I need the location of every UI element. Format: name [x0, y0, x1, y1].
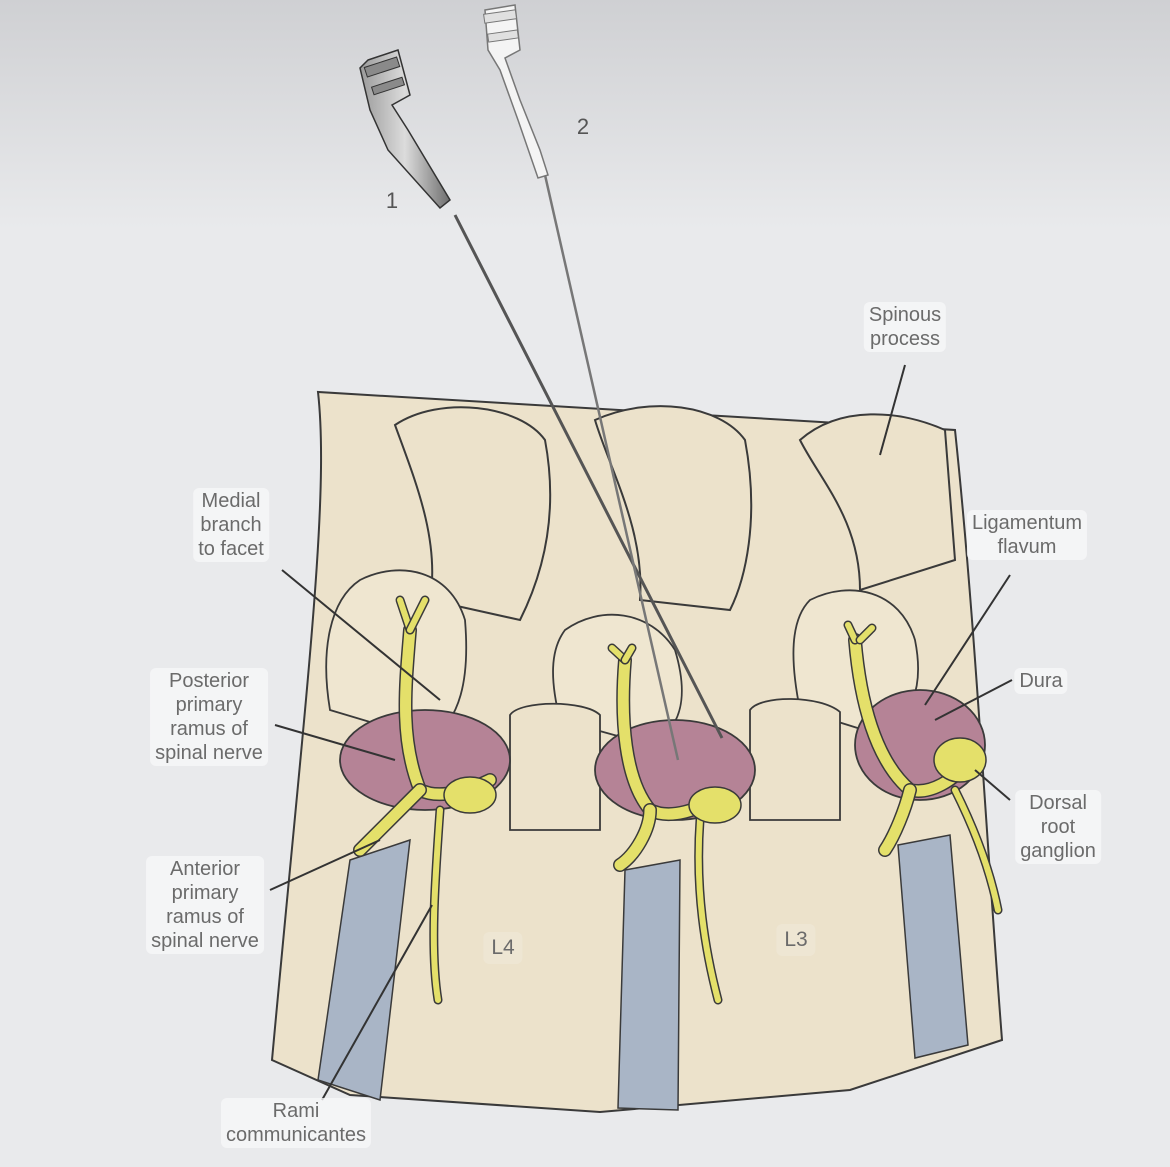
notch-left	[509, 702, 601, 831]
background-fade	[0, 0, 1170, 230]
posterior-ramus-label: Posterior primary ramus of spinal nerve	[150, 668, 268, 766]
needle-2	[483, 4, 680, 761]
spinous-process-right	[798, 413, 957, 592]
needle-1	[359, 49, 724, 739]
disc-left	[317, 838, 411, 1101]
needle-2-label: 2	[576, 114, 590, 139]
medial-branch-label: Medial branch to facet	[193, 488, 269, 562]
needle-1-label: 1	[385, 188, 399, 213]
notch-right	[749, 698, 841, 821]
ganglion-left	[443, 776, 497, 814]
facet-left	[325, 569, 468, 741]
ganglion-right	[933, 737, 987, 783]
disc-middle	[617, 859, 681, 1111]
vertebra-l3-label: L3	[776, 924, 816, 956]
ligamentum-flavum-label: Ligamentum flavum	[966, 510, 1088, 560]
spinous-process-label: Spinous process	[863, 302, 947, 352]
anterior-ramus-label: Anterior primary ramus of spinal nerve	[146, 856, 264, 954]
ganglion-middle	[688, 786, 742, 824]
leader-lines	[269, 364, 1013, 1101]
rami-communicantes-label: Rami communicantes	[220, 1098, 372, 1148]
dura-label: Dura	[1014, 668, 1068, 694]
dorsal-root-ganglion-label: Dorsal root ganglion	[1015, 790, 1101, 864]
disc-right	[897, 834, 969, 1059]
vertebra-l4-label: L4	[483, 932, 523, 964]
spinous-process-middle	[593, 405, 753, 612]
spinous-process-left	[393, 406, 552, 622]
